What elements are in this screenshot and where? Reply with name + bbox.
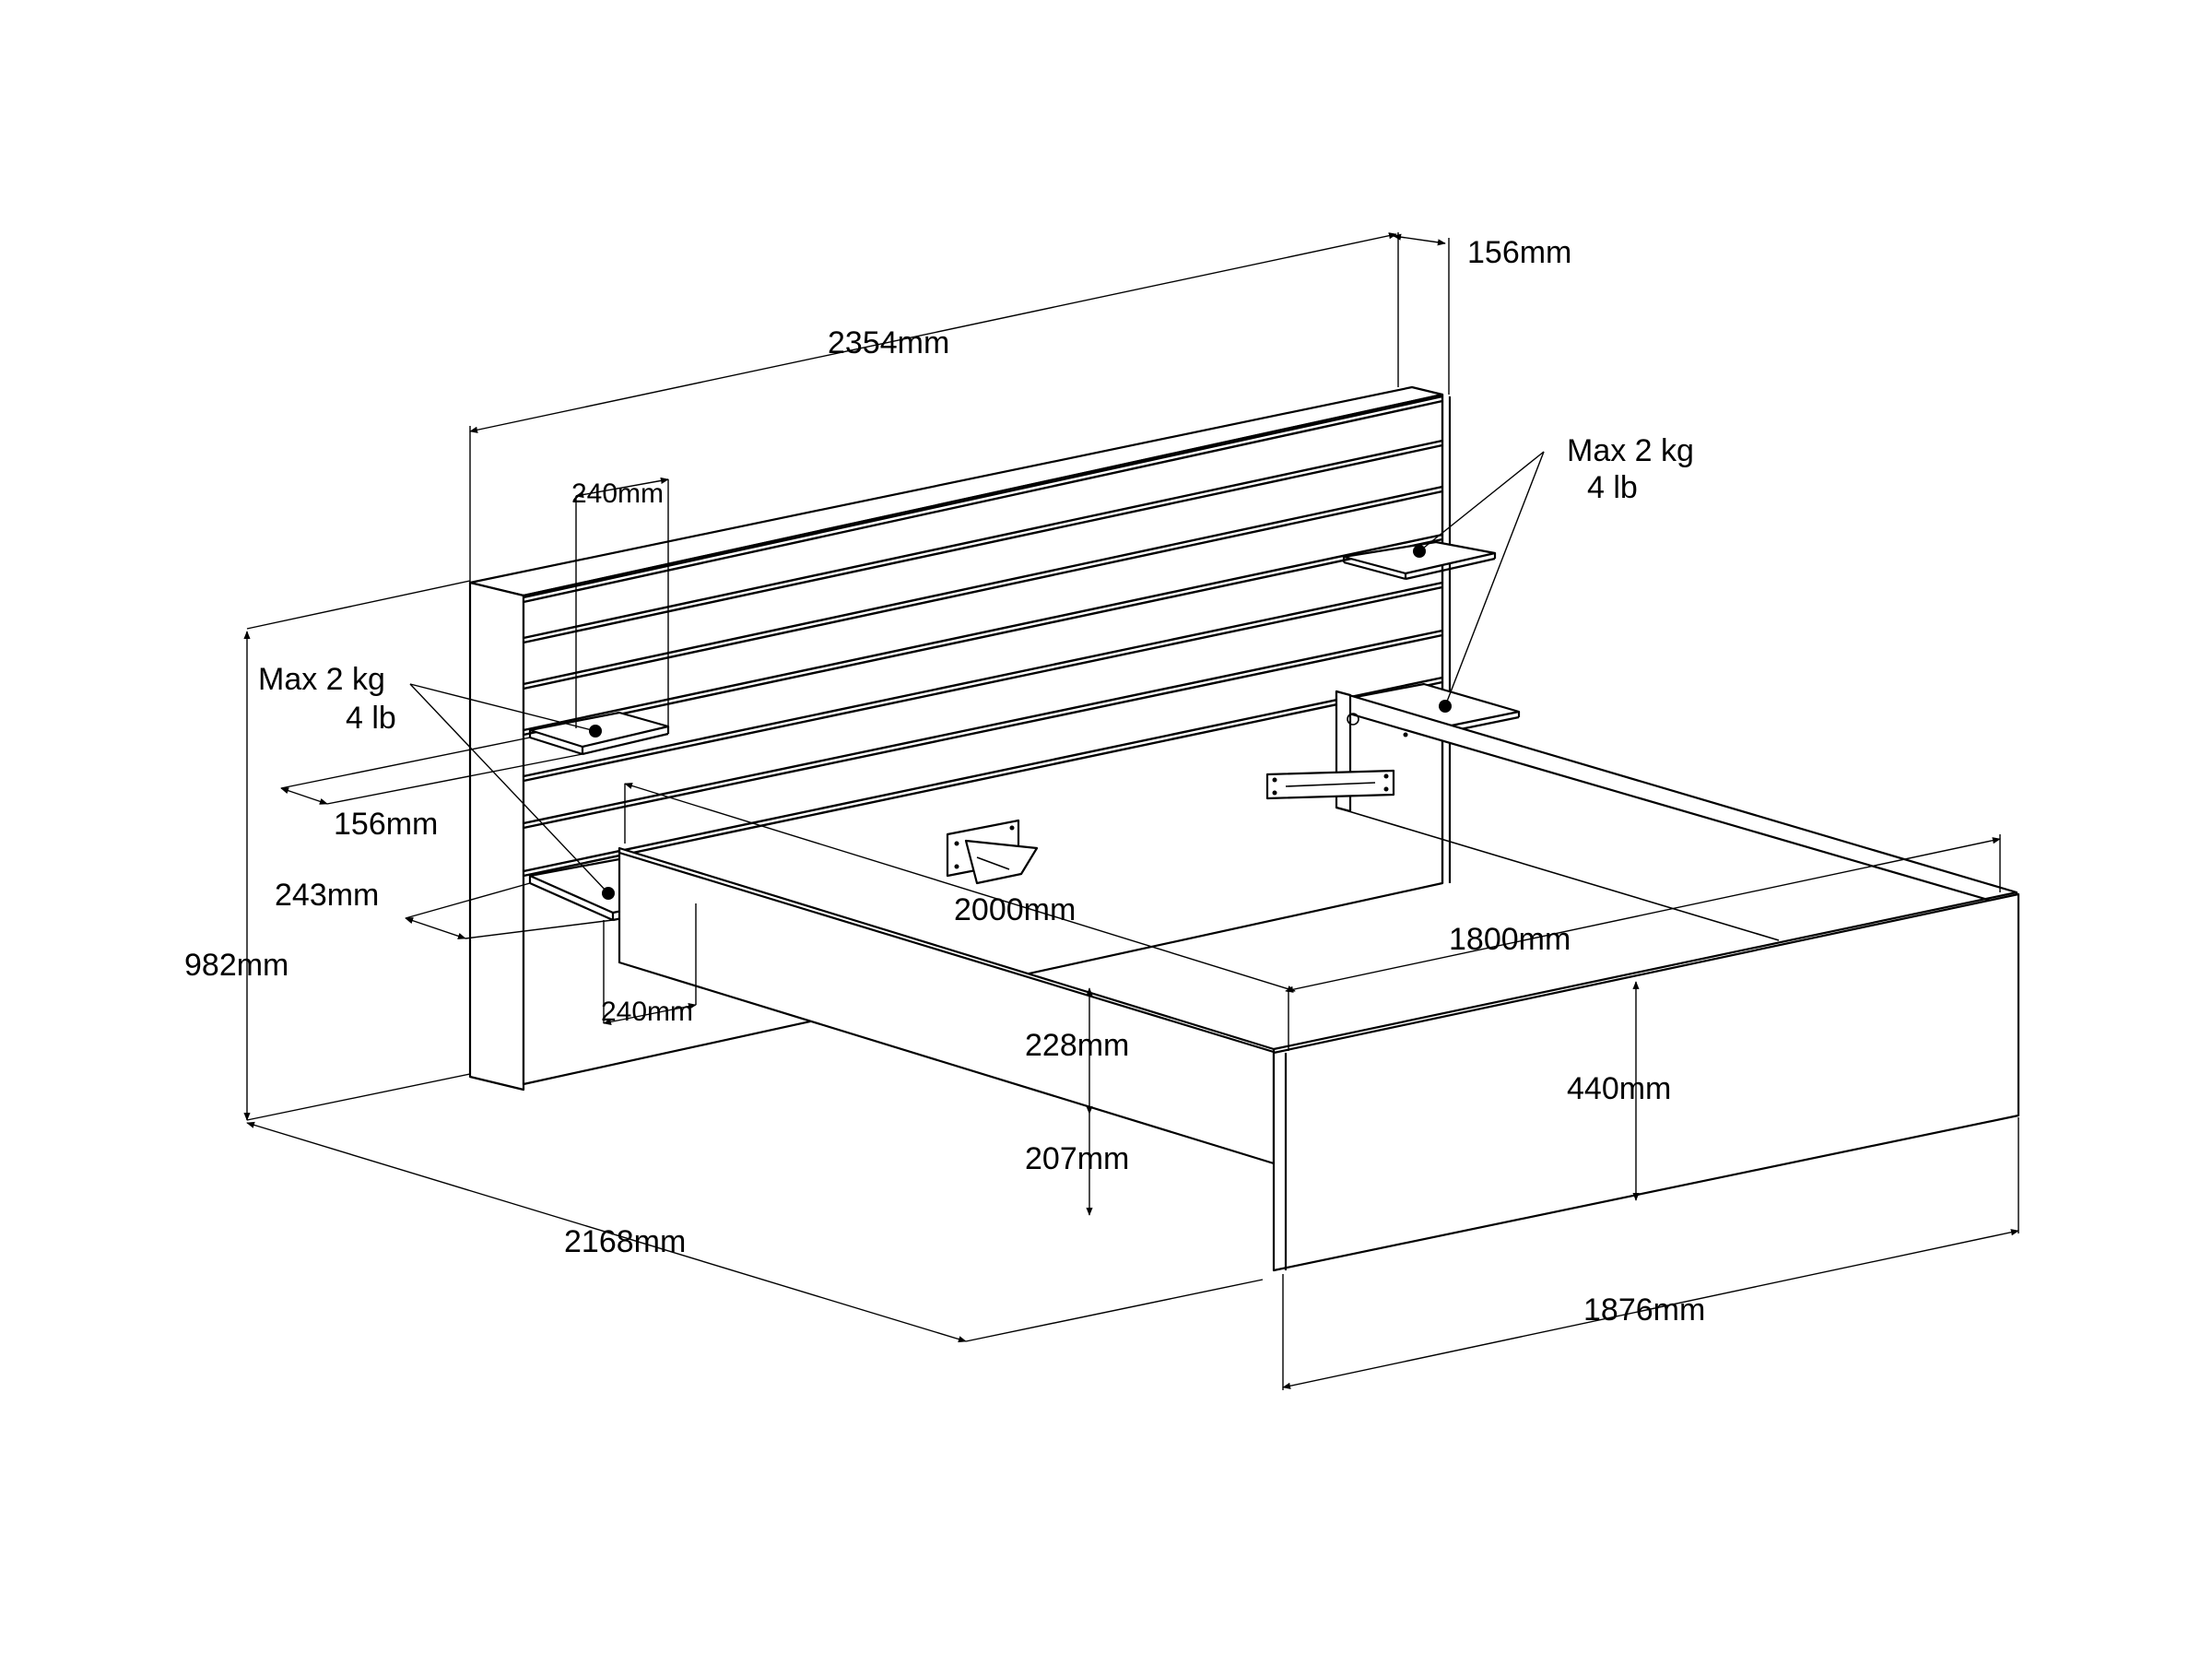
- load-label-right-line1: Max 2 kg: [1567, 433, 1694, 468]
- label-headboard-depth: 156mm: [1467, 235, 1571, 270]
- headboard-left-post: [468, 581, 525, 1092]
- dimension-lines: [243, 232, 2019, 1390]
- load-label-right-line2: 4 lb: [1587, 470, 1638, 505]
- dimension-labels: 2354mm 156mm 156mm 240mm 243mm 240mm 982…: [184, 235, 1705, 1328]
- load-labels: Max 2 kg 4 lb Max 2 kg 4 lb: [258, 433, 1694, 736]
- label-shelf-width-top: 240mm: [571, 478, 664, 509]
- label-shelf-height: 243mm: [275, 878, 379, 913]
- load-label-left-line2: 4 lb: [346, 701, 396, 736]
- label-frame-height: 228mm: [1025, 1028, 1129, 1063]
- label-shelf-depth-left: 156mm: [334, 807, 438, 842]
- load-label-left-line1: Max 2 kg: [258, 662, 385, 697]
- rail-connector-icon: [1265, 769, 1395, 800]
- label-headboard-width: 2354mm: [828, 325, 949, 360]
- label-overall-length: 2168mm: [564, 1224, 686, 1259]
- label-mattress-width: 1800mm: [1449, 922, 1571, 957]
- label-shelf-width-bottom: 240mm: [601, 997, 693, 1027]
- label-overall-height: 982mm: [184, 948, 288, 983]
- label-bed-length: 2000mm: [954, 892, 1076, 927]
- label-footboard-height: 440mm: [1567, 1071, 1671, 1106]
- label-clearance: 207mm: [1025, 1141, 1129, 1176]
- label-overall-width: 1876mm: [1583, 1292, 1705, 1328]
